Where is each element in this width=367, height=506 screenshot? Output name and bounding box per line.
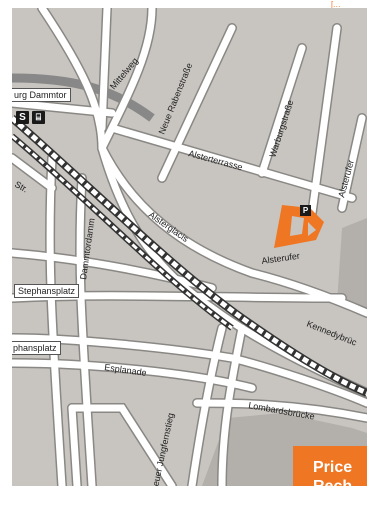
street-label: Kennedybrüc [305,319,358,348]
price-request-button[interactable]: Price Rech [293,446,367,495]
destination-building[interactable] [274,205,324,248]
cta-line-2: Rech [313,478,353,495]
map-frame[interactable]: Mittelweg Neue Rabenstraße Warburgstraße… [12,8,367,486]
water-area [337,218,367,308]
bus-icon: ⌸ [32,111,45,124]
station-label-stephansplatz[interactable]: Stephansplatz [14,284,80,298]
street-label: Alsterglacis [147,209,191,244]
s-bahn-icon: S [16,111,29,124]
street-label: Esplanade [104,362,148,378]
railway [12,114,367,397]
corner-mark: [… [331,0,341,9]
street-label: Alsterufer [261,251,301,266]
station-label-dammtor[interactable]: urg Dammtor [12,88,71,102]
street-label: Alsterterrasse [187,148,243,172]
street-label: Str. [13,179,30,194]
station-label-stephansplatz-2[interactable]: phansplatz [12,341,61,355]
cta-line-1: Price [313,459,353,476]
map-canvas: Mittelweg Neue Rabenstraße Warburgstraße… [12,8,367,486]
parking-icon: P [300,205,311,216]
